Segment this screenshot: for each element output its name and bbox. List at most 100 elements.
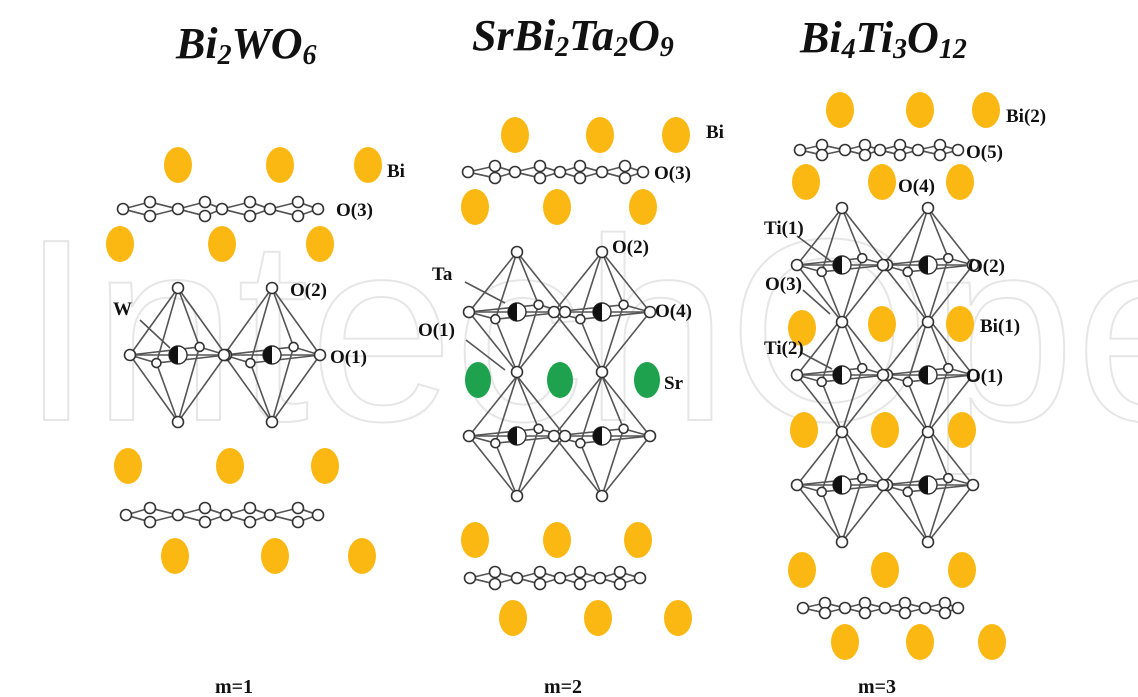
oxygen-atom [215,202,229,216]
bismuth-atom [946,306,974,342]
oxygen-atom [198,195,212,209]
bismuth-atom [629,189,657,225]
formula-title-bi4ti3o12: Bi4Ti3O12 [799,13,967,65]
cation-atoms [168,255,938,495]
bond [820,427,843,493]
bismuth-atom [788,310,816,346]
oxygen-atom [533,299,544,311]
oxygen-atom [547,429,561,443]
bond [841,484,888,543]
strontium-atom [547,362,573,398]
bond [468,311,518,373]
bond [516,251,540,306]
bismuth-atom [208,226,236,262]
cation-atom-shade [919,366,928,384]
oxygen-atom [245,357,256,369]
oxygen-atom [618,159,632,173]
label-bi2: Bi(2) [1006,106,1046,127]
oxygen-atom [510,365,524,379]
bond [796,477,863,486]
oxygen-atom [921,535,935,549]
bond [250,354,321,364]
label-bi1: Bi(1) [980,316,1020,337]
oxygen-atom [462,305,476,319]
bond [271,287,295,348]
bond [553,251,603,313]
oxygen-atom [263,508,277,522]
cation-atom-shade [169,346,178,364]
bond [841,427,888,486]
oxygen-atom [291,209,305,223]
bismuth-atom [978,624,1006,660]
oxygen-atom [618,171,632,185]
oxygen-atom [533,423,544,435]
oxygen-atom [143,209,157,223]
bismuth-atom [106,226,134,262]
oxygen-atom [818,606,832,620]
cation-atom-shade [508,427,517,445]
bismuth-atom [586,117,614,153]
oxygen-atom [793,143,807,157]
oxygen-atom [858,606,872,620]
bismuth-atom [826,92,854,128]
bond [927,317,974,376]
strontium-atoms [465,362,660,398]
cation-atom-shade [593,427,602,445]
bond [271,287,321,356]
oxygen-atom [243,209,257,223]
oxygen-atoms [116,138,980,620]
oxygen-atom [595,489,609,503]
oxygen-atom [856,362,868,374]
bond [516,311,566,373]
bond [882,207,929,266]
bond [821,374,888,383]
label-o3: O(3) [765,274,802,295]
oxygen-atom [838,143,852,157]
bond [553,311,603,373]
bismuth-atom [831,624,859,660]
bismuth-atom [868,164,896,200]
oxygen-atom [966,368,980,382]
bismuth-atom [906,92,934,128]
oxygen-atom [291,515,305,529]
oxygen-atom [856,252,868,264]
bond [796,317,843,376]
bond [129,287,179,356]
bond [579,442,603,497]
bismuth-atom [662,117,690,153]
label-w: W [113,299,132,320]
bond [927,484,974,543]
oxygen-atom [553,165,567,179]
bismuth-atom [306,226,334,262]
bond [516,304,540,373]
bond [249,287,273,364]
oxygen-atom [902,486,914,498]
oxygen-atom [938,606,952,620]
label-o2: O(2) [968,256,1005,277]
bond [906,427,929,493]
oxygen-atom [265,281,279,295]
bond [155,287,179,364]
oxygen-atom [553,571,567,585]
oxygen-atom [533,171,547,185]
bond [601,428,625,497]
oxygen-atom [198,209,212,223]
bond [494,442,518,497]
bond [516,375,540,430]
label-ti2: Ti(2) [764,338,804,359]
bond [820,317,843,383]
bond [579,318,603,373]
oxygen-atom [835,535,849,549]
oxygen-atom [575,313,586,325]
label-sr: Sr [664,373,684,394]
oxygen-atom [613,565,627,579]
bond [906,317,929,383]
bond [907,374,974,383]
bond [841,477,864,543]
oxygen-atom [942,472,954,484]
oxygen-atom [291,501,305,515]
oxygen-atom [643,305,657,319]
label-bi: Bi [387,161,405,182]
bond [882,257,949,266]
bond [927,207,974,266]
